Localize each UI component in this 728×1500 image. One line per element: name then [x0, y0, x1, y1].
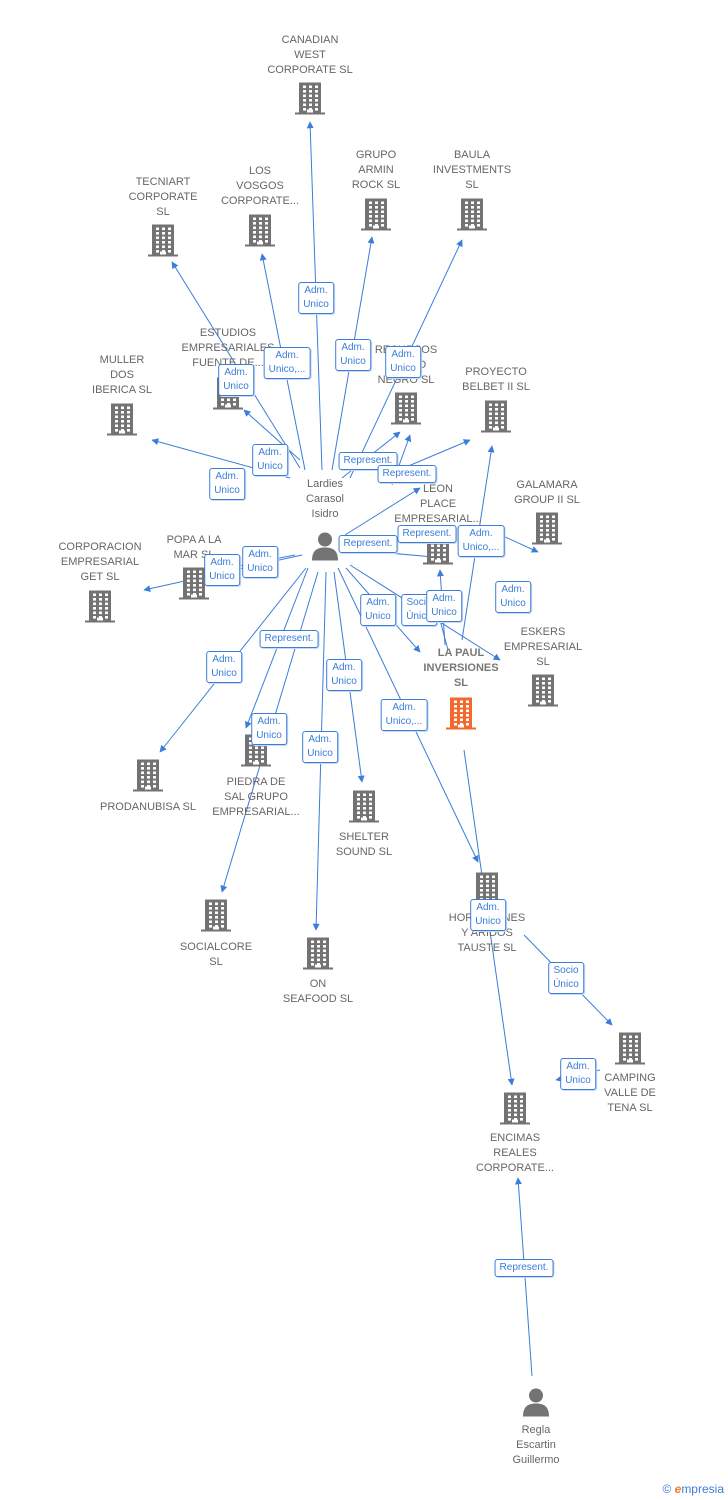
brand-initial: e: [674, 1482, 682, 1496]
node-label-eskers[interactable]: ESKERS EMPRESARIAL SL: [503, 626, 583, 668]
edge-label-e10[interactable]: Represent.: [338, 535, 398, 553]
edge-label-e6[interactable]: Adm. Unico: [252, 444, 288, 476]
node-label-onseafood[interactable]: ON SEAFOOD SL: [282, 978, 354, 1005]
node-label-lapaul[interactable]: LA PAUL INVERSIONES SL: [423, 647, 499, 689]
node-label-galamara[interactable]: GALAMARA GROUP II SL: [514, 479, 580, 506]
node-label-piedra[interactable]: PIEDRA DE SAL GRUPO EMPRESARIAL...: [212, 776, 300, 818]
node-label-baula[interactable]: BAULA INVESTMENTS SL: [432, 149, 512, 191]
node-label-tecniart[interactable]: TECNIART CORPORATE SL: [128, 176, 198, 218]
building-icon-galamara[interactable]: [532, 511, 562, 550]
node-label-leon[interactable]: LEON PLACE EMPRESARIAL...: [394, 483, 482, 525]
edge-label-e14[interactable]: Adm. Unico: [204, 554, 240, 586]
person-icon-regla[interactable]: [522, 1387, 550, 1422]
building-icon-eskers[interactable]: [528, 673, 558, 712]
person-icon-lardies[interactable]: [311, 531, 339, 566]
building-icon-belbet[interactable]: [481, 399, 511, 438]
building-icon-popa[interactable]: [179, 566, 209, 605]
building-icon-encimas[interactable]: [500, 1091, 530, 1130]
edge-label-e13[interactable]: Adm. Unico: [242, 546, 278, 578]
node-label-camping[interactable]: CAMPING VALLE DE TENA SL: [604, 1072, 656, 1114]
edge-label-e5[interactable]: Adm. Unico: [385, 346, 421, 378]
building-icon-lapaul[interactable]: [446, 696, 476, 735]
building-icon-corporacion[interactable]: [85, 589, 115, 628]
relationship-edge-17: [245, 567, 309, 729]
edge-label-e9[interactable]: Represent.: [377, 465, 437, 483]
edge-label-e15[interactable]: Adm. Unico: [360, 594, 396, 626]
building-icon-negro[interactable]: [391, 391, 421, 430]
node-label-muller[interactable]: MULLER DOS IBERICA SL: [92, 354, 152, 396]
building-icon-onseafood[interactable]: [303, 936, 333, 975]
node-label-encimas[interactable]: ENCIMAS REALES CORPORATE...: [475, 1132, 555, 1174]
building-icon-prodanubisa[interactable]: [133, 758, 163, 797]
edge-label-e2[interactable]: Adm. Unico: [218, 364, 254, 396]
edge-label-e7[interactable]: Adm. Unico: [209, 468, 245, 500]
building-icon-muller[interactable]: [107, 402, 137, 441]
node-label-regla[interactable]: Regla Escartin Guillermo: [512, 1424, 560, 1466]
node-label-grupo_armin[interactable]: GRUPO ARMIN ROCK SL: [351, 149, 401, 191]
node-label-socialcore[interactable]: SOCIALCORE SL: [179, 941, 253, 968]
relationship-edge-12: [344, 487, 421, 536]
edge-label-e20[interactable]: Adm. Unico: [206, 651, 242, 683]
relationship-edge-30: [514, 1177, 533, 1377]
building-icon-tecniart[interactable]: [148, 223, 178, 262]
building-icon-camping[interactable]: [615, 1031, 645, 1070]
building-icon-canadian[interactable]: [295, 81, 325, 120]
edge-label-e25[interactable]: Adm. Unico: [470, 899, 506, 931]
edge-label-e27[interactable]: Adm. Unico: [560, 1058, 596, 1090]
empresia-brand[interactable]: © empresia: [662, 1482, 724, 1496]
building-icon-vosgos[interactable]: [245, 213, 275, 252]
edge-label-e11[interactable]: Represent.: [397, 525, 457, 543]
node-label-vosgos[interactable]: LOS VOSGOS CORPORATE...: [220, 165, 300, 207]
node-label-lardies[interactable]: Lardies Carasol Isidro: [306, 478, 344, 520]
edge-label-e17[interactable]: Adm. Unico: [426, 590, 462, 622]
edge-label-e12[interactable]: Adm. Unico,...: [457, 525, 505, 557]
edge-label-e1[interactable]: Adm. Unico: [298, 282, 334, 314]
building-icon-socialcore[interactable]: [201, 898, 231, 937]
node-label-canadian[interactable]: CANADIAN WEST CORPORATE SL: [267, 34, 353, 76]
node-label-belbet[interactable]: PROYECTO BELBET II SL: [462, 366, 530, 393]
edge-label-e18[interactable]: Adm. Unico: [495, 581, 531, 613]
building-icon-baula[interactable]: [457, 197, 487, 236]
node-label-prodanubisa[interactable]: PRODANUBISA SL: [100, 801, 196, 813]
edge-label-e22[interactable]: Adm. Unico: [326, 659, 362, 691]
building-icon-shelter[interactable]: [349, 789, 379, 828]
edge-label-e28[interactable]: Represent.: [494, 1259, 554, 1277]
node-label-shelter[interactable]: SHELTER SOUND SL: [335, 831, 393, 858]
edge-label-e21[interactable]: Adm. Unico: [251, 713, 287, 745]
edge-label-e23[interactable]: Adm. Unico: [302, 731, 338, 763]
edge-label-e24[interactable]: Adm. Unico,...: [380, 699, 428, 731]
relationship-edge-6: [243, 409, 301, 461]
node-label-corporacion[interactable]: CORPORACION EMPRESARIAL GET SL: [58, 541, 142, 583]
copyright-icon: ©: [662, 1482, 672, 1496]
brand-name: mpresia: [681, 1482, 724, 1496]
edge-label-e19[interactable]: Represent.: [259, 630, 319, 648]
node-label-estudios[interactable]: ESTUDIOS EMPRESARIALES FUENTE DE...: [181, 327, 275, 369]
edge-label-e3[interactable]: Adm. Unico,...: [263, 347, 311, 379]
edge-label-e26[interactable]: Socio Único: [548, 962, 584, 994]
edge-label-e4[interactable]: Adm. Unico: [335, 339, 371, 371]
building-icon-grupo_armin[interactable]: [361, 197, 391, 236]
